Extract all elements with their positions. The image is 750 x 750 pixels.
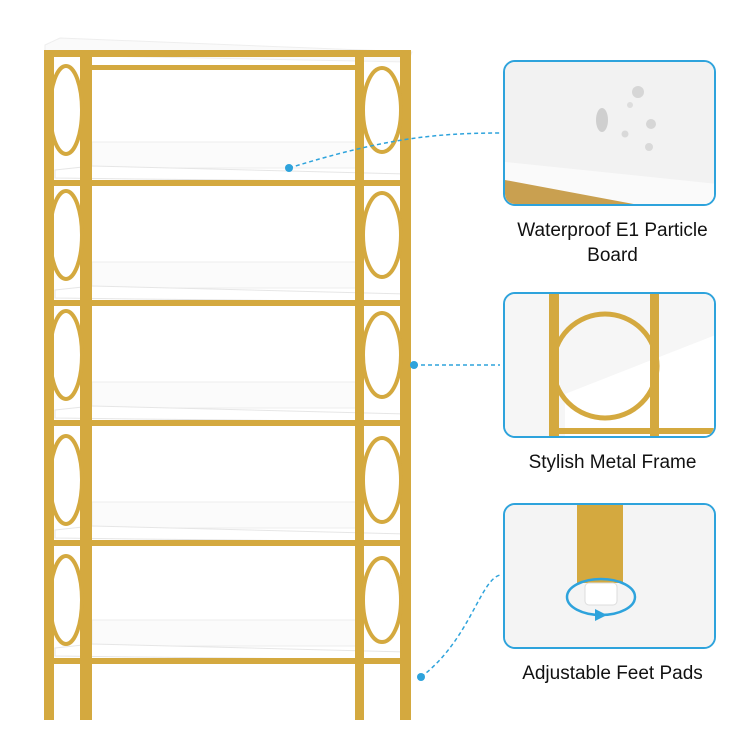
shelf-backboard xyxy=(91,619,358,647)
shelf-backboard xyxy=(91,381,358,409)
callout-connector xyxy=(288,132,501,169)
back-rail xyxy=(80,65,360,70)
frame-post xyxy=(400,50,411,720)
top-rail xyxy=(45,50,410,57)
frame-ring xyxy=(48,309,84,401)
shelf-rail xyxy=(45,300,410,306)
callout-dot xyxy=(410,361,418,369)
frame-post xyxy=(80,50,92,720)
callout-dot xyxy=(417,673,425,681)
frame-post xyxy=(44,50,54,720)
water-drops-icon xyxy=(505,62,714,204)
shelf-backboard xyxy=(91,141,358,169)
callout-dot xyxy=(285,164,293,172)
adjustable-foot-icon xyxy=(505,505,714,647)
shelf-backboard xyxy=(91,501,358,529)
frame-ring xyxy=(361,66,403,154)
frame-ring xyxy=(361,191,403,279)
shelf-backboard xyxy=(91,261,358,289)
feature-label: Waterproof E1 Particle Board xyxy=(517,220,708,266)
callout-adjustable-feet xyxy=(503,503,716,649)
frame-ring xyxy=(48,189,84,281)
callout-metal-frame xyxy=(503,292,716,438)
frame-ring xyxy=(48,64,84,156)
callout-waterproof-board xyxy=(503,60,716,206)
feature-label: Adjustable Feet Pads xyxy=(522,663,703,684)
frame-post xyxy=(355,50,364,720)
shelf-rail xyxy=(45,180,410,186)
frame-ring xyxy=(361,436,403,524)
frame-ring xyxy=(361,311,403,399)
feature-label: Stylish Metal Frame xyxy=(528,452,697,473)
frame-ring xyxy=(361,556,403,644)
shelf-rail xyxy=(45,420,410,426)
callout-connector xyxy=(420,574,501,678)
shelf-rail xyxy=(45,658,410,664)
frame-ring xyxy=(48,434,84,526)
frame-ring xyxy=(48,554,84,646)
metal-frame-icon xyxy=(505,294,714,436)
shelf-rail xyxy=(45,540,410,546)
